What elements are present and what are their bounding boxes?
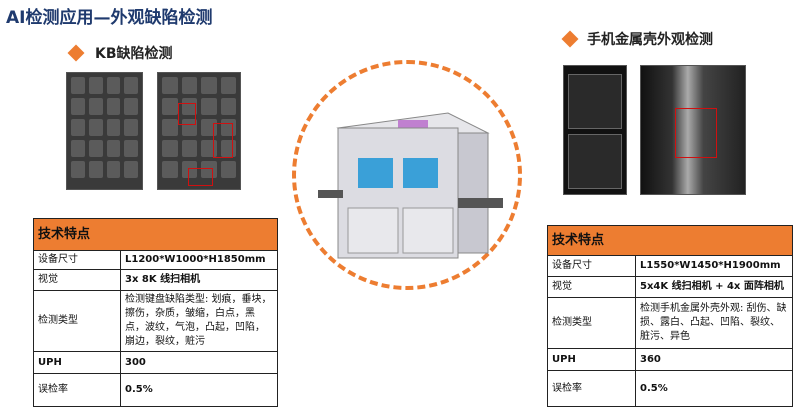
row-label: 视觉 [33,269,121,291]
key [88,98,103,115]
machine-dashed-circle [292,60,522,290]
row-label: 设备尺寸 [33,250,121,270]
key [124,119,138,136]
diamond-icon [561,30,579,48]
key [71,98,85,115]
key [201,140,217,157]
row-value: 0.5% [635,370,793,407]
key [220,98,236,115]
row-value: 3x 8K 线扫相机 [120,269,278,291]
row-label: 视觉 [547,276,636,298]
key [124,98,138,115]
key [124,140,138,157]
key [106,140,121,157]
key [71,77,85,94]
key [124,77,138,94]
phone-section-heading: 手机金属壳外观检测 [587,32,713,48]
key [162,98,178,115]
kb-section-heading: KB缺陷检测 [95,46,173,62]
key [220,161,236,178]
key [124,161,138,178]
phone-photo-1 [563,65,627,195]
key [106,119,121,136]
key [162,77,178,94]
keyboard-photo-2 [157,72,241,190]
key [106,98,121,115]
key [88,140,103,157]
key [71,140,85,157]
row-value: 5x4K 线扫相机 + 4x 面阵相机 [635,276,793,298]
phone-photo-2 [640,65,746,195]
key [181,77,197,94]
key [106,77,121,94]
key [106,161,121,178]
row-value: L1550*W1450*H1900mm [635,255,793,277]
key [71,161,85,178]
row-label: 设备尺寸 [547,255,636,277]
key [181,98,197,115]
key [201,77,217,94]
key [181,161,197,178]
key [220,77,236,94]
key [181,119,197,136]
key [71,119,85,136]
row-label: 检测类型 [33,290,121,352]
row-label: UPH [547,348,636,371]
table-header: 技术特点 [547,225,793,256]
key [162,119,178,136]
key [88,161,103,178]
row-label: 误检率 [33,373,121,407]
page-title: AI检测应用—外观缺陷检测 [6,8,213,28]
row-value: 360 [635,348,793,371]
row-label: 误检率 [547,370,636,407]
row-label: 检测类型 [547,297,636,349]
row-value: L1200*W1000*H1850mm [120,250,278,270]
row-value: 检测手机金属外壳外观: 刮伤、缺损、露白、凸起、凹陷、裂纹、脏污、异色 [635,297,793,349]
key [88,119,103,136]
key [201,98,217,115]
row-value: 300 [120,351,278,374]
row-value: 0.5% [120,373,278,407]
diamond-icon [67,44,85,62]
key [162,140,178,157]
key [181,140,197,157]
row-value: 检测键盘缺陷类型: 划痕，垂块，擦伤，杂质，皱缩，白点，黑点，波纹，气泡，凸起，… [120,290,278,352]
row-label: UPH [33,351,121,374]
table-header: 技术特点 [33,218,278,251]
key [201,119,217,136]
key [162,161,178,178]
key [88,77,103,94]
inspection-machine-image [318,112,503,259]
keyboard-photo-1 [66,72,143,190]
